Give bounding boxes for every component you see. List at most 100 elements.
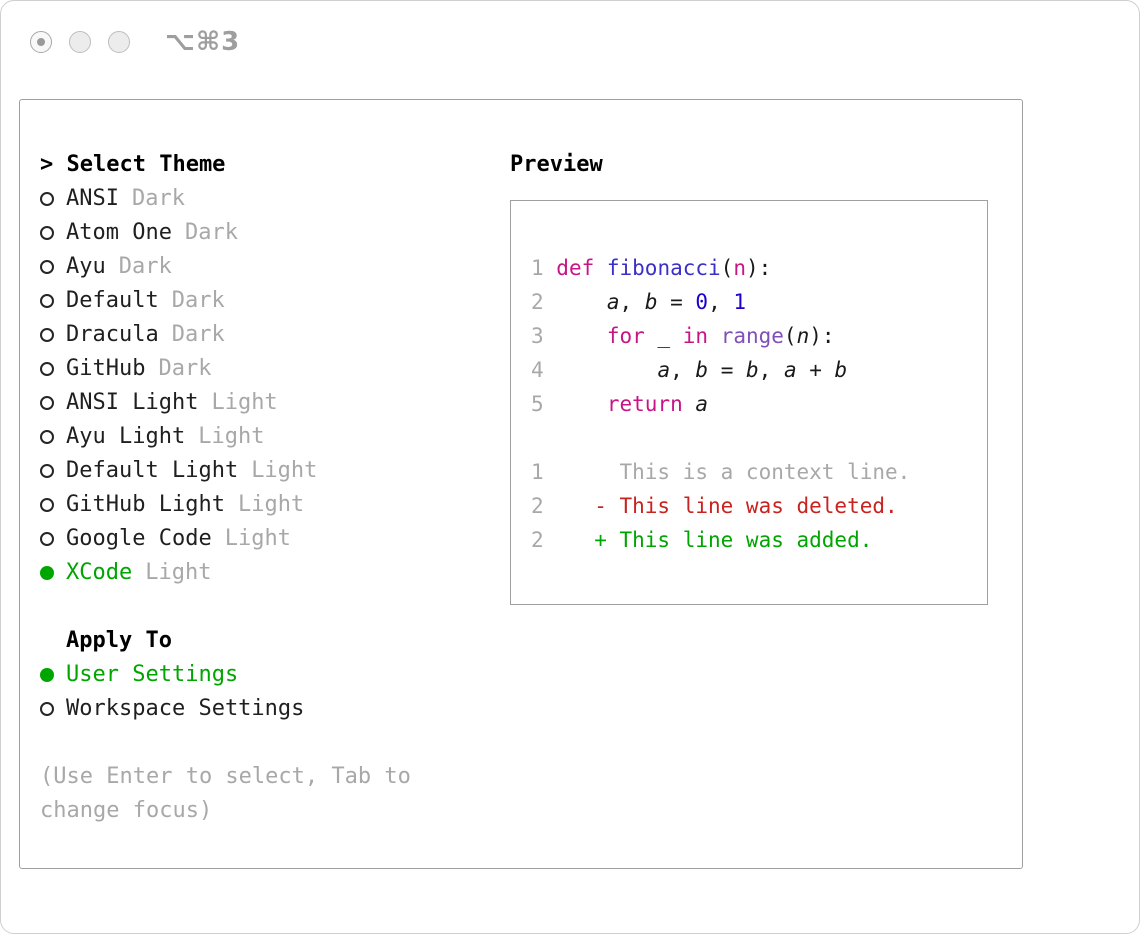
diff-text: This is a context line. bbox=[594, 460, 911, 484]
code-token: return bbox=[606, 392, 683, 416]
line-number: 4 bbox=[531, 358, 557, 382]
theme-variant-label: Light bbox=[224, 526, 291, 551]
radio-icon bbox=[40, 192, 54, 206]
select-theme-title: > Select Theme bbox=[40, 152, 226, 177]
theme-name: XCode bbox=[66, 560, 133, 585]
code-token bbox=[556, 324, 607, 348]
line-number: 1 bbox=[531, 256, 557, 280]
theme-variant-label: Dark bbox=[171, 288, 225, 313]
code-token: a bbox=[783, 358, 797, 382]
radio-icon bbox=[40, 396, 54, 410]
code-token: ): bbox=[809, 324, 835, 348]
code-token bbox=[556, 358, 657, 382]
titlebar: ⌥⌘3 bbox=[30, 27, 240, 57]
radio-icon bbox=[40, 226, 54, 240]
code-token: b bbox=[746, 358, 759, 382]
code-token: def bbox=[556, 256, 607, 280]
code-token bbox=[683, 392, 696, 416]
theme-name: Google Code bbox=[66, 526, 212, 551]
code-token: ): bbox=[745, 256, 772, 280]
code-token: b bbox=[834, 358, 848, 382]
preview-section: Preview 1 def fibonacci(n):2 a, b = 0, 1… bbox=[510, 148, 988, 605]
radio-icon bbox=[40, 430, 54, 444]
code-line: 2 a, b = 0, 1 bbox=[531, 285, 987, 319]
theme-item-ansi[interactable]: ANSI Dark bbox=[40, 182, 440, 216]
line-number: 5 bbox=[531, 392, 557, 416]
code-token bbox=[556, 392, 607, 416]
theme-name: Ayu Light bbox=[66, 424, 186, 449]
theme-variant-label: Light bbox=[237, 492, 305, 517]
radio-icon bbox=[40, 464, 54, 478]
apply-option-user-settings[interactable]: User Settings bbox=[40, 658, 440, 692]
apply-to-title: Apply To bbox=[66, 628, 172, 653]
theme-variant-label: Light bbox=[198, 424, 265, 449]
theme-item-github[interactable]: GitHub Dark bbox=[40, 352, 440, 386]
code-line: 4 a, b = b, a + b bbox=[531, 353, 987, 387]
code-token: fibonacci bbox=[606, 256, 721, 280]
code-line: 3 for _ in range(n): bbox=[531, 319, 987, 353]
radio-icon bbox=[40, 532, 54, 546]
line-number: 2 bbox=[531, 494, 595, 518]
radio-icon bbox=[40, 702, 54, 716]
theme-variant-label: Dark bbox=[158, 356, 212, 381]
theme-item-default[interactable]: Default Dark bbox=[40, 284, 440, 318]
code-token: n bbox=[796, 324, 810, 348]
theme-variant-label: Dark bbox=[184, 220, 238, 245]
code-token: = bbox=[657, 290, 696, 314]
theme-variant-label: Light bbox=[251, 458, 318, 483]
theme-variant-label: Dark bbox=[118, 254, 172, 279]
diff-line-added: 2 + This line was added. bbox=[531, 523, 987, 557]
diff-line-deleted: 2 - This line was deleted. bbox=[531, 489, 987, 523]
code-token: , bbox=[670, 358, 696, 382]
theme-name: ANSI bbox=[66, 186, 119, 211]
radio-icon bbox=[40, 328, 54, 342]
radio-selected-icon bbox=[40, 668, 54, 682]
theme-item-ayu-light[interactable]: Ayu Light Light bbox=[40, 420, 440, 454]
traffic-light-zoom-icon[interactable] bbox=[108, 31, 130, 53]
theme-name: Atom One bbox=[66, 220, 172, 245]
code-token: a bbox=[606, 290, 620, 314]
theme-item-atom-one[interactable]: Atom One Dark bbox=[40, 216, 440, 250]
radio-selected-icon bbox=[40, 566, 54, 580]
theme-variant-label: Dark bbox=[171, 322, 225, 347]
diff-line-context: 1 This is a context line. bbox=[531, 455, 987, 489]
window-shortcut-label: ⌥⌘3 bbox=[165, 27, 241, 57]
code-token: + bbox=[796, 358, 835, 382]
theme-name: GitHub bbox=[66, 356, 146, 381]
line-number: 2 bbox=[531, 528, 595, 552]
code-token: ( bbox=[720, 256, 734, 280]
code-token: , bbox=[708, 290, 734, 314]
traffic-light-close-icon[interactable] bbox=[30, 31, 52, 53]
code-token: a bbox=[695, 392, 709, 416]
theme-item-google-code[interactable]: Google Code Light bbox=[40, 522, 440, 556]
code-line: 1 def fibonacci(n): bbox=[531, 251, 987, 285]
line-number: 1 bbox=[531, 460, 595, 484]
diff-text: + This line was added. bbox=[594, 528, 873, 552]
theme-name: Default bbox=[66, 288, 159, 313]
radio-icon bbox=[40, 362, 54, 376]
code-token bbox=[556, 290, 607, 314]
code-token: , bbox=[758, 358, 784, 382]
hint-text: (Use Enter to select, Tab to change focu… bbox=[40, 764, 411, 823]
radio-icon bbox=[40, 260, 54, 274]
traffic-light-minimize-icon[interactable] bbox=[69, 31, 91, 53]
code-token bbox=[708, 324, 721, 348]
apply-option-workspace-settings[interactable]: Workspace Settings bbox=[40, 692, 440, 726]
theme-variant-label: Dark bbox=[131, 186, 185, 211]
code-token: , bbox=[619, 290, 645, 314]
code-token: for bbox=[606, 324, 645, 348]
code-token: a bbox=[657, 358, 671, 382]
code-token: in bbox=[682, 324, 709, 348]
